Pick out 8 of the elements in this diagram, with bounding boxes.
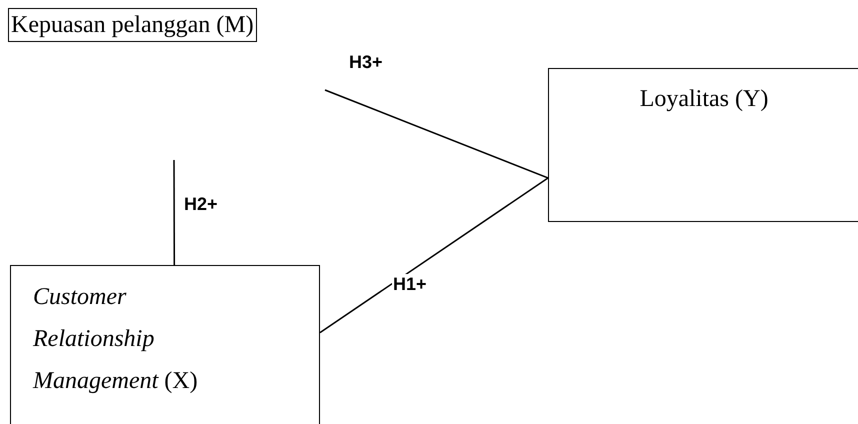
variable-name: Kepuasan pelanggan (M) (11, 11, 254, 40)
variable-name: Loyalitas (Y) (638, 85, 770, 114)
connector-line (324, 89, 548, 179)
connector-line (320, 177, 548, 334)
connector-line (173, 160, 176, 265)
variable-box (10, 265, 320, 424)
variable-box (548, 68, 858, 222)
variable-name: Customer Relationship Management (X) (33, 283, 199, 396)
